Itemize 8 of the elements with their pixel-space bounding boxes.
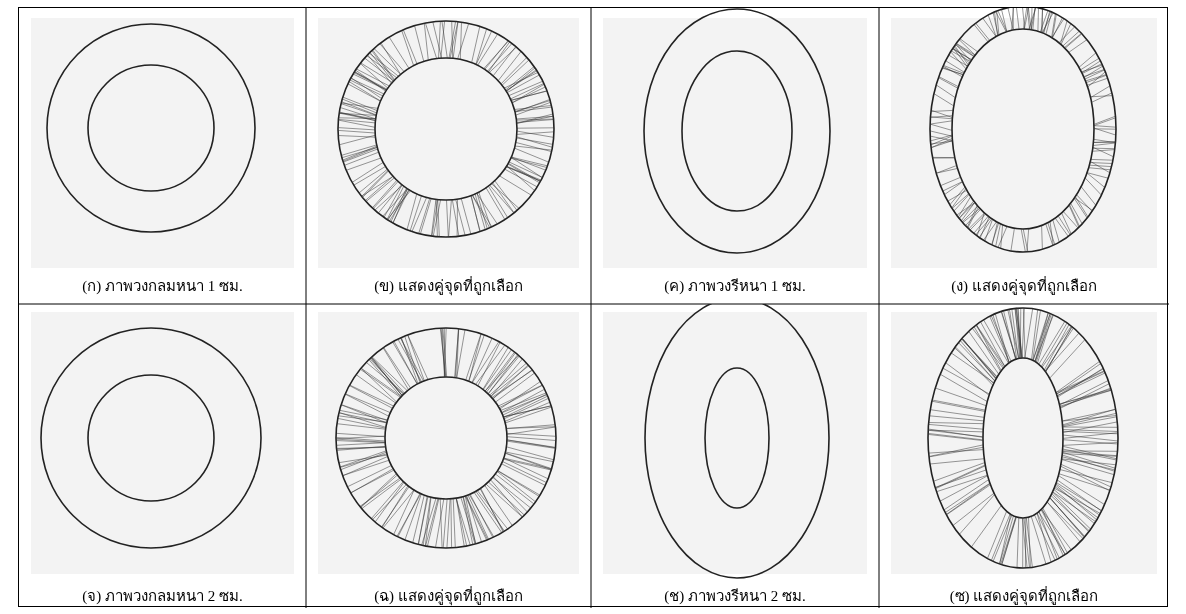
figure-caption: (ฉ) แสดงคู่จุดที่ถูกเลือก: [373, 585, 524, 608]
figure-caption: (ช) ภาพวงรีหนา 2 ซม.: [663, 587, 807, 606]
figure-caption: (ก) ภาพวงกลมหนา 1 ซม.: [81, 277, 244, 296]
figure-caption: (ซ) แสดงคู่จุดที่ถูกเลือก: [948, 585, 1100, 608]
figure-caption: (ง) แสดงคู่จุดที่ถูกเลือก: [950, 275, 1098, 298]
figure-caption: (ข) แสดงคู่จุดที่ถูกเลือก: [373, 275, 524, 298]
figure-caption: (ค) ภาพวงรีหนา 1 ซม.: [663, 277, 807, 296]
figure-caption: (จ) ภาพวงกลมหนา 2 ซม.: [81, 587, 244, 606]
